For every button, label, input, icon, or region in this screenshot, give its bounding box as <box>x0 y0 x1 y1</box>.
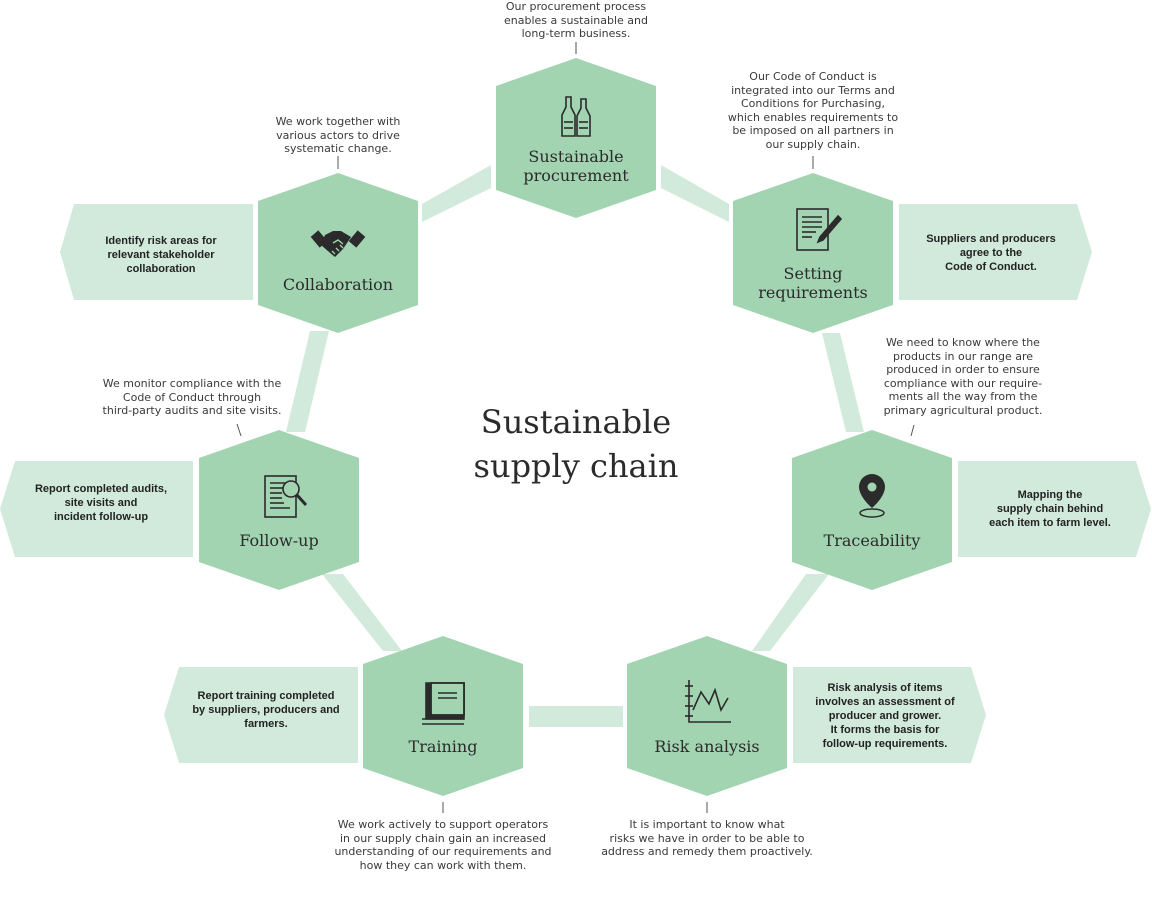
bottles-icon <box>561 96 591 137</box>
leader-traceability <box>910 424 915 437</box>
label-requirements: Setting requirements <box>758 264 868 302</box>
connector-traceability-risk <box>752 574 829 651</box>
map-pin-icon <box>859 474 885 518</box>
tag-traceability: Mapping the supply chain behind each ite… <box>989 489 1111 529</box>
hex-risk <box>627 636 787 796</box>
label-followup: Follow-up <box>239 531 319 550</box>
connector-collab-procurement <box>422 165 491 222</box>
tag-training: Report training completed by suppliers, … <box>192 690 340 730</box>
document-magnifier-icon <box>264 475 308 518</box>
line-chart-icon <box>685 680 731 723</box>
document-pen-icon <box>796 208 843 251</box>
connector-requirements-traceability <box>822 333 864 432</box>
pill-collaboration <box>60 204 253 300</box>
pill-traceability <box>958 461 1151 557</box>
pill-risk <box>793 667 986 763</box>
note-risk: It is important to know what risks we ha… <box>601 818 813 858</box>
hex-procurement <box>496 58 656 218</box>
connector-risk-training <box>529 706 623 727</box>
note-requirements: Our Code of Conduct is integrated into o… <box>727 70 899 151</box>
diagram-title: Sustainable supply chain <box>473 403 679 485</box>
pill-training <box>164 667 358 763</box>
book-icon <box>422 682 465 725</box>
hex-requirements <box>733 173 893 333</box>
connector-procurement-requirements <box>661 165 729 222</box>
note-procurement: Our procurement process enables a sustai… <box>503 0 648 40</box>
connector-followup-collab <box>286 331 329 432</box>
label-procurement: Sustainable procurement <box>523 147 629 185</box>
note-traceability: We need to know where the products in ou… <box>883 336 1043 417</box>
tag-followup: Report completed audits, site visits and… <box>34 483 168 523</box>
hex-traceability <box>792 430 952 590</box>
note-collaboration: We work together with various actors to … <box>275 115 401 155</box>
pill-requirements <box>899 204 1092 300</box>
label-traceability: Traceability <box>823 531 921 550</box>
pill-followup <box>0 461 193 557</box>
handshake-icon <box>310 230 366 257</box>
tag-risk: Risk analysis of items involves an asses… <box>815 682 955 750</box>
note-training: We work actively to support operators in… <box>334 818 552 872</box>
note-followup: We monitor compliance with the Code of C… <box>102 377 282 417</box>
connector-training-followup <box>322 574 402 651</box>
tag-requirements: Suppliers and producers agree to the Cod… <box>926 233 1056 273</box>
leader-followup <box>236 423 242 437</box>
label-training: Training <box>408 737 478 756</box>
tag-collaboration: Identify risk areas for relevant stakeho… <box>105 235 217 275</box>
label-collaboration: Collaboration <box>282 275 394 294</box>
label-risk: Risk analysis <box>654 737 760 756</box>
hex-followup <box>199 430 359 590</box>
